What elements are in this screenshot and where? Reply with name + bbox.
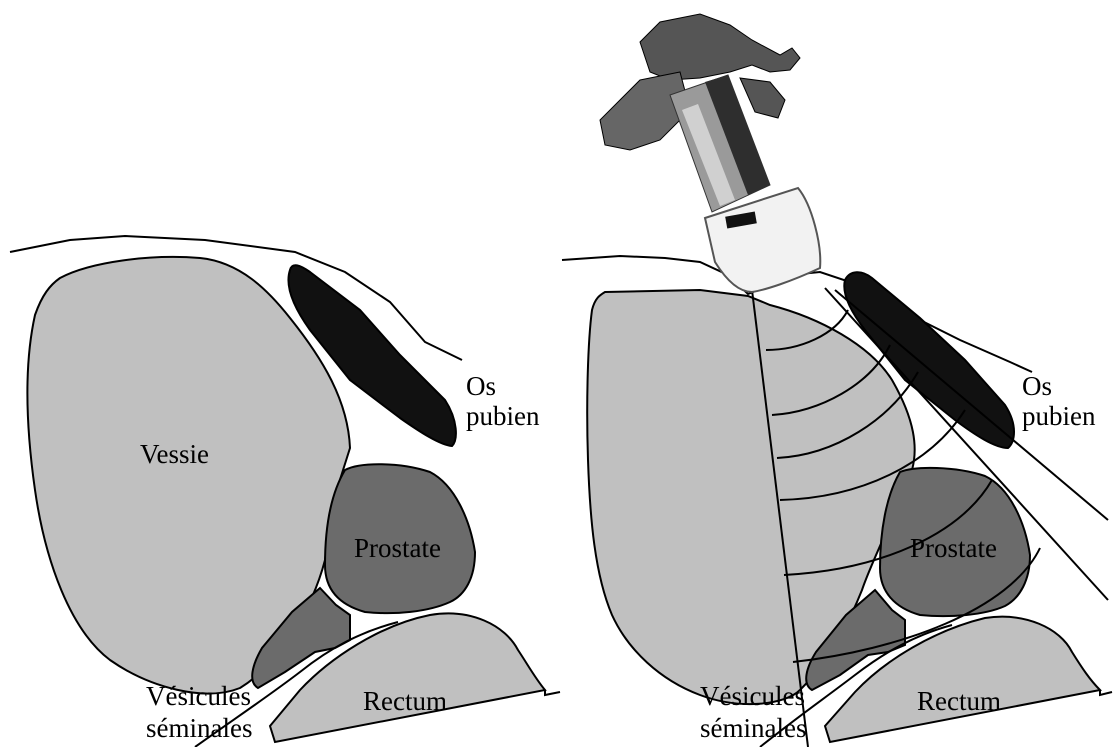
label-pubic-bone-left-line1: Os <box>466 371 496 401</box>
label-bladder-left: Vessie <box>140 439 209 469</box>
rectum-tail-line-left <box>545 690 560 695</box>
label-seminal-left-line1: Vésicules <box>146 681 251 711</box>
label-seminal-right-line1: Vésicules <box>700 681 805 711</box>
rectum-tail-line-right <box>1100 690 1112 695</box>
probe-handle-right-wing <box>740 78 785 118</box>
label-rectum-left: Rectum <box>363 686 447 716</box>
label-prostate-left: Prostate <box>354 533 441 563</box>
label-seminal-left-line2: séminales <box>146 713 252 743</box>
label-prostate-right: Prostate <box>910 533 997 563</box>
label-pubic-bone-right-line2: pubien <box>1022 401 1096 431</box>
left-panel <box>10 236 560 747</box>
ultrasound-probe-icon <box>600 14 820 292</box>
label-seminal-right-line2: séminales <box>700 713 806 743</box>
label-rectum-right: Rectum <box>917 686 1001 716</box>
label-pubic-bone-left-line2: pubien <box>466 401 540 431</box>
label-pubic-bone-right-line1: Os <box>1022 371 1052 401</box>
probe-handle-top <box>640 14 800 80</box>
